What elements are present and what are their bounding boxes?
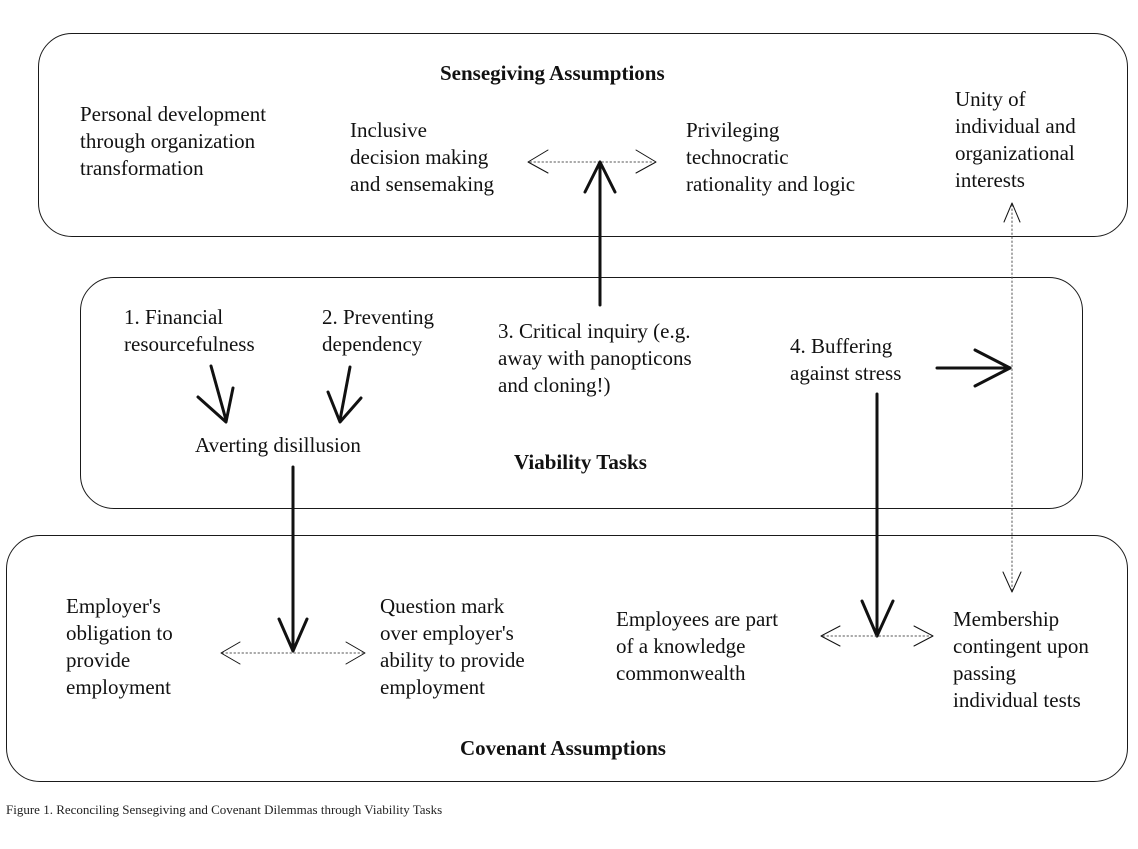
employer-obligation-text: Employer's obligation to provide employm… xyxy=(66,594,173,699)
sensegiving-box xyxy=(38,33,1128,237)
financial-resourcefulness-text: 1. Financial resourcefulness xyxy=(124,305,255,356)
membership-contingent-text: Membership contingent upon passing indiv… xyxy=(953,607,1089,712)
critical-inquiry-text: 3. Critical inquiry (e.g. away with pano… xyxy=(498,319,692,397)
covenant-heading: Covenant Assumptions xyxy=(460,736,666,760)
dilemma-arrow-covenant-left xyxy=(220,641,366,665)
covenant-box xyxy=(6,535,1128,782)
sensegiving-heading: Sensegiving Assumptions xyxy=(440,61,665,85)
unity-interests-text: Unity of individual and organizational i… xyxy=(955,87,1076,192)
viability-heading: Viability Tasks xyxy=(514,450,647,474)
privileging-technocratic-text: Privileging technocratic rationality and… xyxy=(686,118,856,196)
preventing-dependency-text: 2. Preventing dependency xyxy=(322,305,434,356)
question-mark-text: Question mark over employer's ability to… xyxy=(380,594,525,699)
personal-development-text: Personal development through organizatio… xyxy=(80,102,267,180)
buffering-right-arrow xyxy=(935,348,1012,388)
dilemma-arrow-covenant-right xyxy=(820,625,934,647)
critical-inquiry-up-arrow xyxy=(583,160,617,307)
buffering-stress-text: 4. Buffering against stress xyxy=(790,334,902,385)
dilemma-arrow-sensegiving xyxy=(527,149,657,174)
financial-down-arrow xyxy=(196,364,235,424)
inclusive-decision-text: Inclusive decision making and sensemakin… xyxy=(350,118,495,196)
unity-membership-arrow xyxy=(1002,202,1022,593)
viability-box xyxy=(80,277,1083,509)
preventing-down-arrow xyxy=(326,365,363,424)
averting-disillusion-text: Averting disillusion xyxy=(195,433,361,457)
buffering-down-arrow xyxy=(860,392,895,638)
averting-down-arrow xyxy=(277,465,309,653)
knowledge-commonwealth-text: Employees are part of a knowledge common… xyxy=(616,607,779,685)
figure-caption: Figure 1. Reconciling Sensegiving and Co… xyxy=(6,802,443,817)
